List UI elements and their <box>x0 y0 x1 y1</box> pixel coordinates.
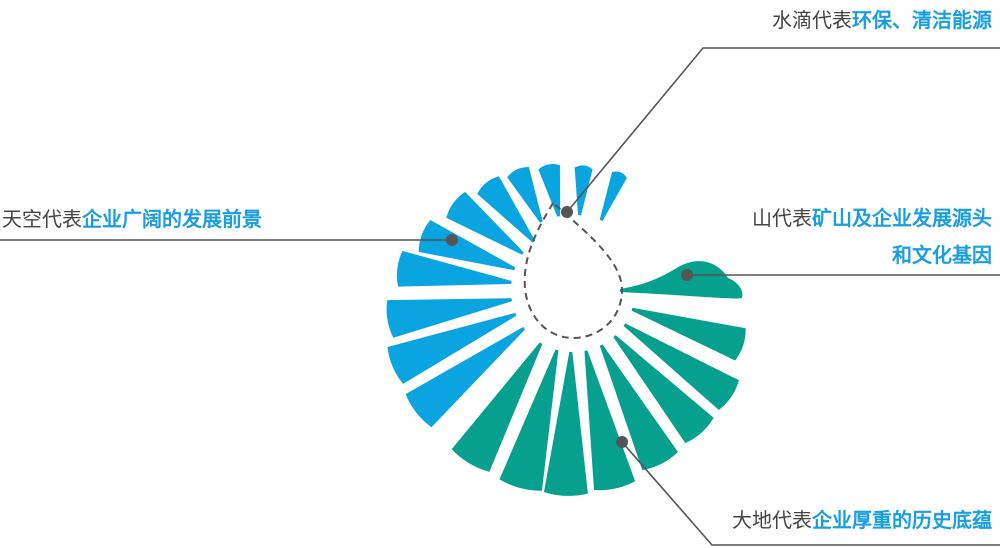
earth-ray <box>599 344 678 471</box>
sky-ray <box>538 163 561 217</box>
earth-label-prefix: 大地代表 <box>732 508 812 532</box>
earth-callout-line <box>621 441 1000 546</box>
sky-ray <box>387 312 517 384</box>
sky-ray <box>477 176 536 243</box>
sky-ray <box>507 167 543 223</box>
water-drop-outline <box>523 201 624 340</box>
mountain-shape <box>620 261 743 299</box>
sky-ray <box>599 171 627 222</box>
earth-ray <box>613 335 714 444</box>
sky-label-prefix: 天空代表 <box>2 207 82 231</box>
water-callout-dot <box>561 206 573 218</box>
sky-ray <box>396 250 512 287</box>
water-callout-line <box>566 47 1000 213</box>
sky-ray <box>446 191 524 255</box>
mountain-label-line2: 和文化基因 <box>892 243 992 267</box>
earth-ray <box>499 349 559 491</box>
earth-label: 大地代表企业厚重的历史底蕴 <box>732 508 992 532</box>
water-label: 水滴代表环保、清洁能源 <box>772 8 992 32</box>
sky-ray <box>386 298 512 338</box>
mountain-label: 山代表矿山及企业发展源头 <box>752 206 992 230</box>
mountain-label-prefix: 山代表 <box>752 206 812 230</box>
sky-ray <box>418 219 516 271</box>
sky-label-highlight: 企业广阔的发展前景 <box>82 207 262 231</box>
sky-ray <box>574 165 593 216</box>
mountain-label-highlight: 矿山及企业发展源头 <box>812 206 992 230</box>
sky-label: 天空代表企业广阔的发展前景 <box>2 207 262 231</box>
sky-callout-dot <box>446 234 458 246</box>
earth-ray <box>451 342 543 472</box>
sky-ray <box>405 326 526 428</box>
earth-callout-dot <box>616 436 628 448</box>
earth-ray <box>623 323 739 411</box>
earth-label-highlight: 企业厚重的历史底蕴 <box>812 508 992 532</box>
water-label-prefix: 水滴代表 <box>772 8 852 32</box>
mountain-callout-dot <box>681 269 693 281</box>
earth-ray <box>631 307 746 361</box>
earth-ray <box>584 350 636 491</box>
earth-ray <box>543 351 588 496</box>
water-label-highlight: 环保、清洁能源 <box>852 8 992 32</box>
